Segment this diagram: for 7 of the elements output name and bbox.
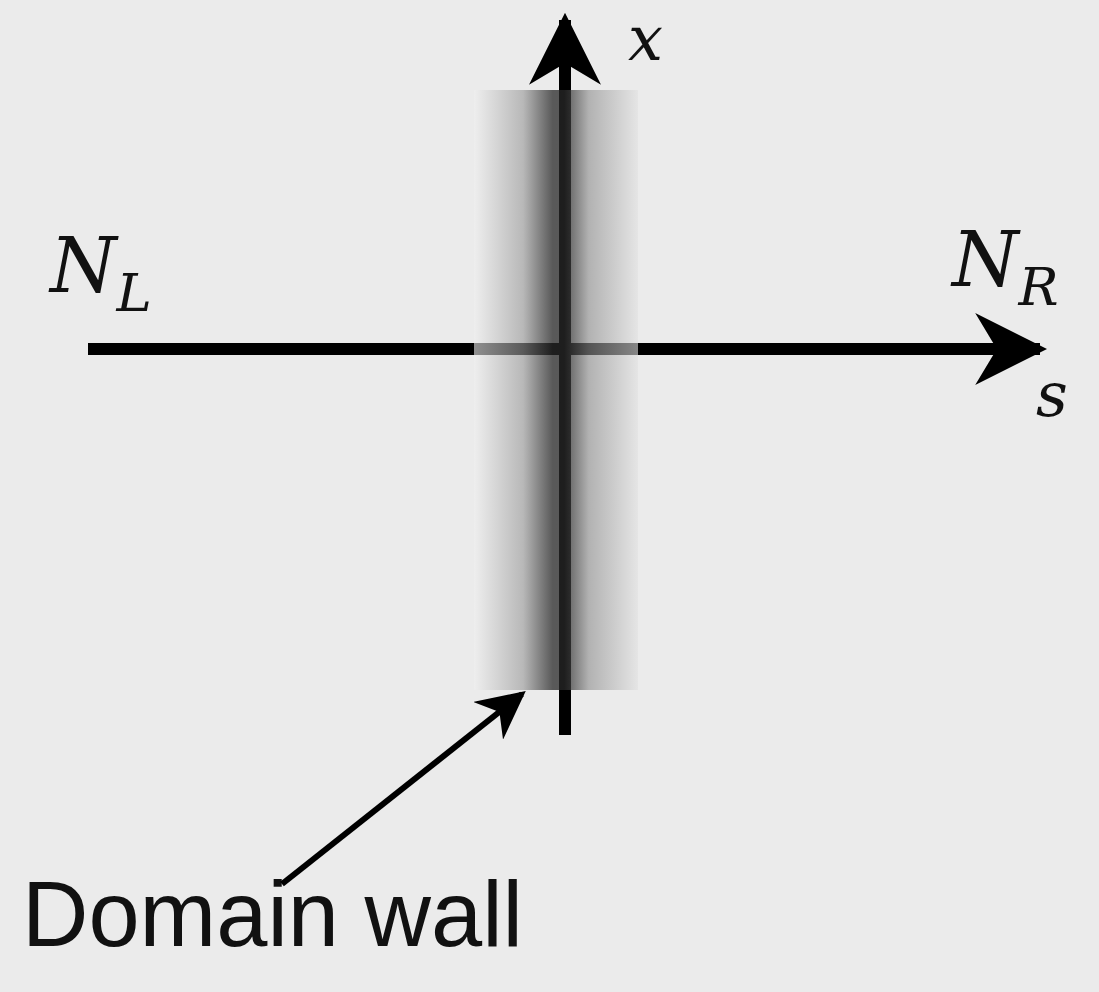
region-label: N$_{R}$ xyxy=(952,222,1059,314)
domain-wall-band xyxy=(474,90,638,690)
callout-text: Domain wall xyxy=(22,868,524,960)
region-label: N$_{L}$ xyxy=(50,228,152,320)
axis-label: x xyxy=(628,8,663,70)
leader-line xyxy=(280,691,526,887)
axis-label: s xyxy=(1036,364,1068,426)
